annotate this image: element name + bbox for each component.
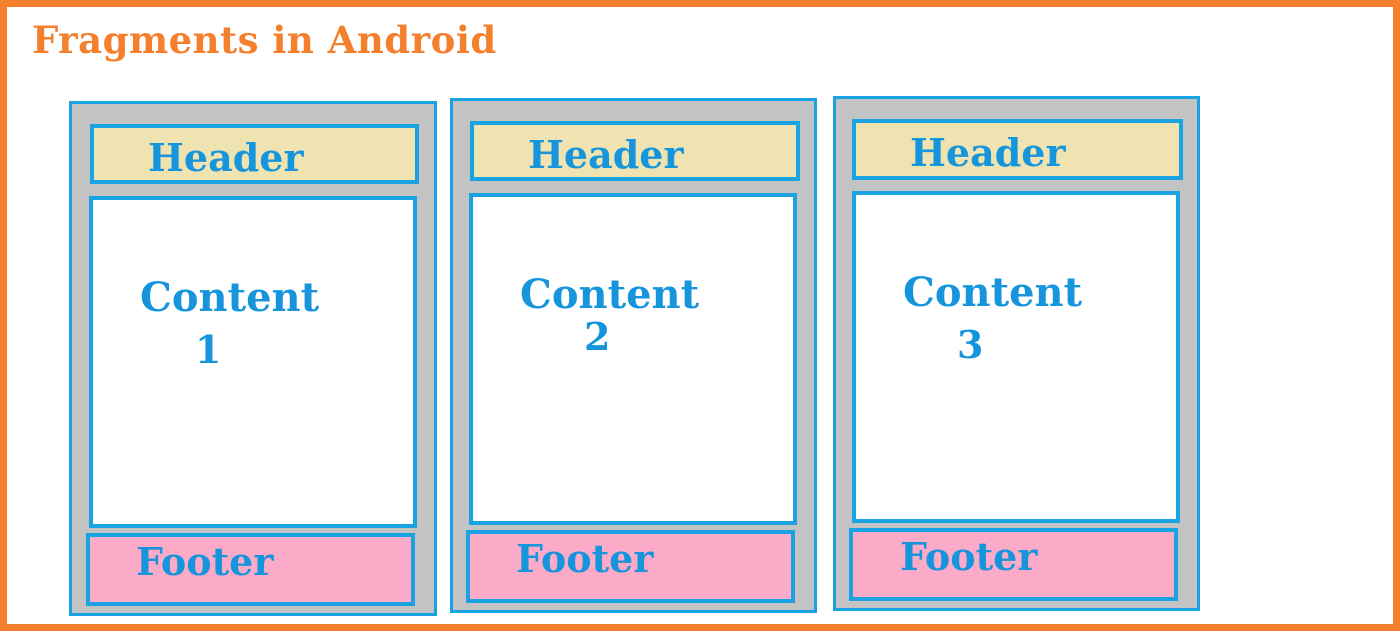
fragment-2-content-label: Content xyxy=(520,271,700,318)
fragment-3-content-number: 3 xyxy=(957,322,984,367)
fragment-1-content-label: Content xyxy=(140,274,320,321)
fragment-2-footer-label: Footer xyxy=(516,536,654,581)
fragment-3-header xyxy=(852,119,1183,180)
fragment-3-header-label: Header xyxy=(910,130,1066,175)
fragment-1-content-number: 1 xyxy=(195,327,222,372)
diagram-title: Fragments in Android xyxy=(32,18,497,62)
fragment-1-content xyxy=(89,196,417,528)
fragment-1-header xyxy=(90,124,419,184)
fragment-2-header xyxy=(470,121,800,181)
fragment-3-footer-label: Footer xyxy=(900,534,1038,579)
fragment-2-content-number: 2 xyxy=(584,314,611,359)
fragment-3-content-label: Content xyxy=(903,269,1083,316)
fragment-3-footer xyxy=(849,528,1178,601)
fragment-2-header-label: Header xyxy=(528,132,684,177)
fragment-3-content xyxy=(852,191,1180,523)
fragment-2-footer xyxy=(466,530,795,603)
fragment-1-header-label: Header xyxy=(148,135,304,180)
fragment-1-footer xyxy=(86,533,415,606)
fragment-1-footer-label: Footer xyxy=(136,539,274,584)
fragment-2-content xyxy=(469,193,797,525)
